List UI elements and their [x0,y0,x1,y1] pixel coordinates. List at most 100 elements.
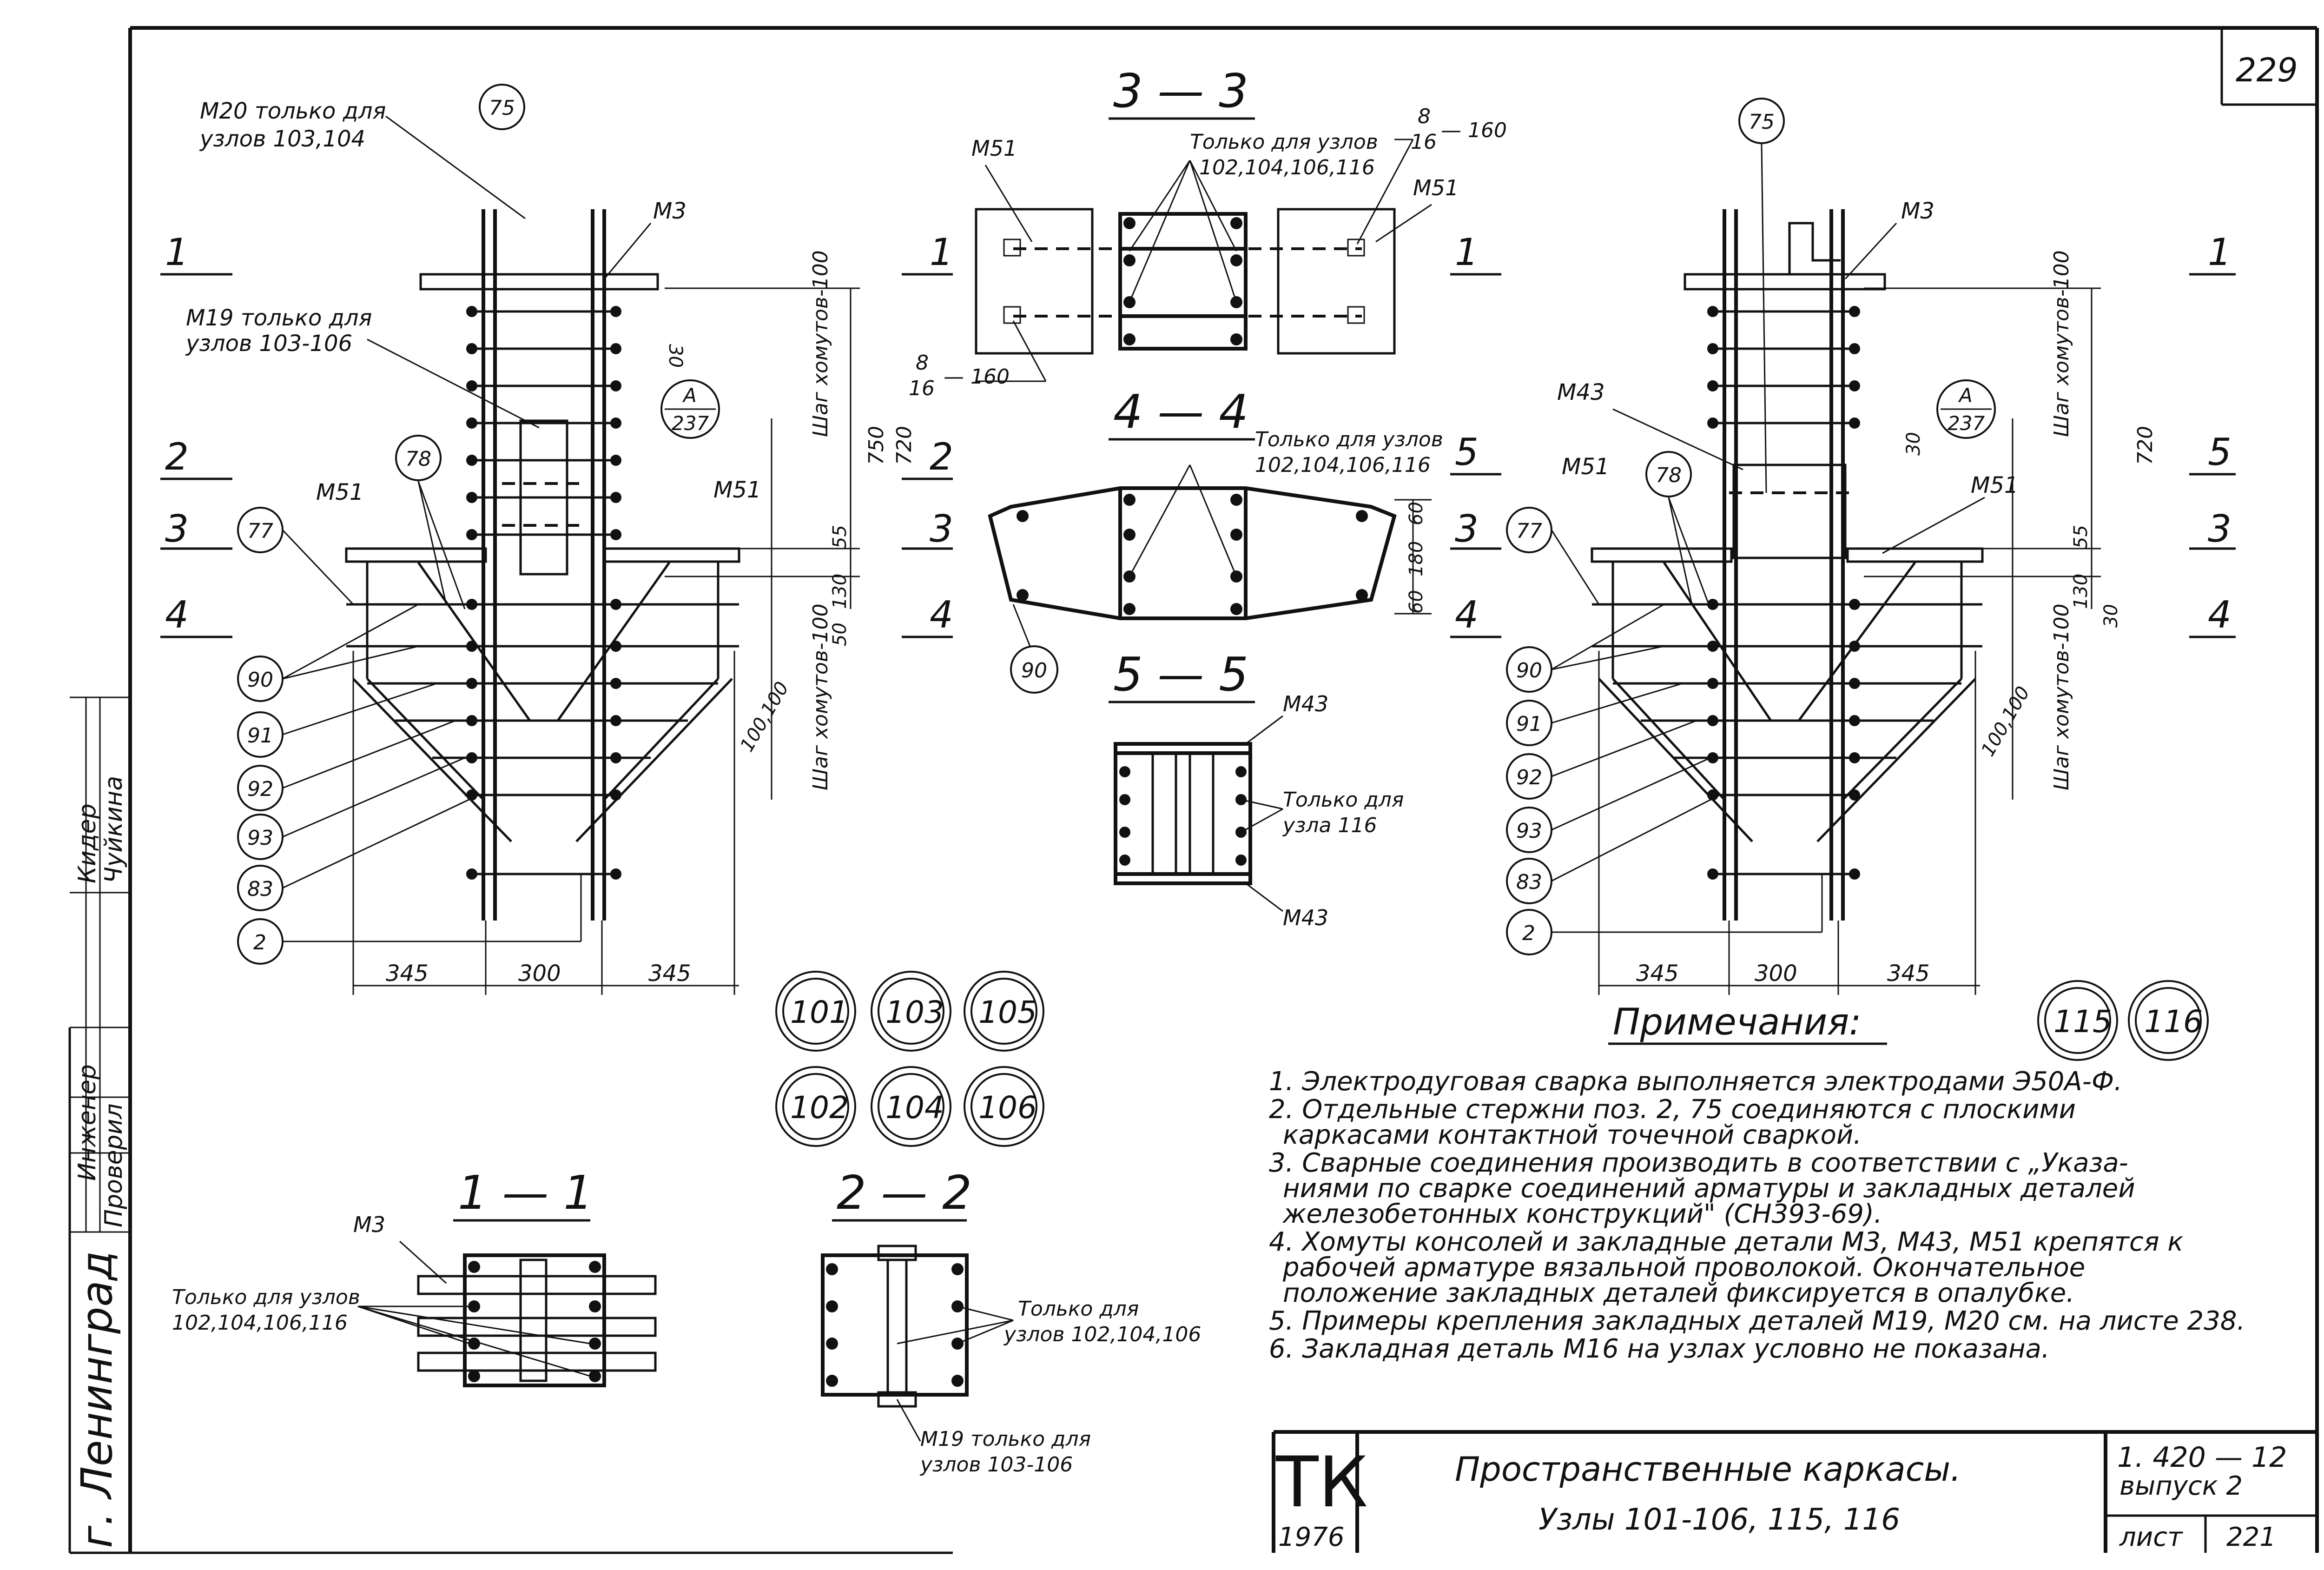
cut-1-right: 1 [2208,231,2232,274]
dim-60-top: 60 [1406,502,1427,525]
dim-130-right: 130 [2070,574,2092,609]
note-line: 6. Закладная деталь М16 на узлах условно… [1269,1334,2050,1364]
bubble-right-77: 77 [1516,519,1542,543]
rebar-frac-den-top: 16 [1411,130,1437,154]
cut-marks-left [160,273,953,638]
dim-720-left: 720 [892,426,916,465]
cut-1-mid: 1 [1455,231,1479,274]
bubble-left-92: 92 [247,777,273,801]
rebar-step-bottom: — 160 [944,365,1010,389]
dim-60-bottom: 60 [1406,590,1427,614]
only-nodes-4-4-a: Только для узлов [1255,428,1443,451]
right-elevation [1591,209,2101,995]
only-nodes-4-4-b: 102,104,106,116 [1255,453,1431,477]
m20-only-label: М20 только для [200,98,386,124]
m51-label-left-b: М51 [713,477,761,503]
cut-marks-right [2189,273,2236,638]
bubble-left-77: 77 [247,519,273,543]
cut-4-left-a: 4 [165,593,189,636]
bubble-right-83: 83 [1516,870,1542,894]
bubble-right-90: 90 [1516,659,1542,682]
sheet-frame [68,26,2319,1554]
dim-50-left: 50 [829,623,851,646]
only-nodes-1-1-a: Только для узлов [172,1285,360,1309]
cut-4-mid: 4 [1455,593,1479,636]
bubble-right-92: 92 [1516,766,1542,789]
note-line: 5. Примеры крепления закладных деталей М… [1269,1306,2245,1336]
left-elevation [345,209,860,995]
bubble-right-78: 78 [1656,464,1682,487]
cut-4-right: 4 [2208,593,2232,636]
stirrup-step-lower-right: Шаг хомутов-100 [2050,603,2073,790]
node-mark-106: 106 [978,1090,1037,1126]
bubble-left-2: 2 [253,931,266,954]
rebar-frac-den-bottom: 16 [909,377,935,400]
stirrup-step-lower-left: Шаг хомутов-100 [809,603,832,790]
dim-300-right: 300 [1755,961,1797,987]
rebar-frac-num-bottom: 8 [916,351,929,375]
only-for-2-2: Только для [1018,1297,1139,1321]
dim-345-left-a: 345 [386,961,429,987]
stirrup-step-upper-left: Шаг хомутов-100 [809,250,832,437]
bubble-right-75: 75 [1749,110,1775,134]
stamp-year: 1976 [1278,1522,1345,1552]
leaders-right [1551,144,1985,933]
node-mark-116: 116 [2144,1004,2203,1040]
sheet-label: лист [2119,1522,2183,1552]
bubble-90-mid [1010,645,1058,694]
ref-den-right: 237 [1948,412,1985,435]
dim-750: 750 [865,426,888,465]
signature-name-2: Чуйкина [100,776,128,883]
node-mark-105: 105 [978,994,1037,1030]
m20-nodes-label: узлов 103,104 [199,126,365,152]
drawing-title-2: Узлы 101-106, 115, 116 [1538,1503,1900,1537]
bubble-90-mid-label: 90 [1021,659,1047,682]
bubble-left-90: 90 [247,668,273,692]
dim-30-left: 30 [665,344,686,368]
bubble-right-2: 2 [1522,921,1535,945]
ref-num-right: А [1958,384,1973,407]
dim-345-left-b: 345 [648,961,691,987]
title-block [1272,1430,2317,1553]
node-mark-115: 115 [2053,1004,2112,1040]
bubble-left-78: 78 [405,447,431,471]
note-line: ниями по сварке соединений арматуры и за… [1283,1173,2135,1204]
m19-nodes-label: узлов 103-106 [185,331,352,357]
dim-345-right-b: 345 [1887,961,1930,987]
section-1-1 [357,1240,657,1387]
m51-label-3-3-right: М51 [1413,175,1459,200]
m51-label-left-a: М51 [316,479,364,505]
ref-den-left: 237 [672,412,709,435]
cut-3-mid: 3 [1455,507,1479,550]
callout-bubbles-right [1506,98,1785,955]
node-mark-104: 104 [885,1090,944,1126]
notes-title: Примечания: [1613,1001,1861,1043]
cut-3-right: 3 [2208,507,2232,550]
note-line: положение закладных деталей фиксируется … [1283,1278,2074,1308]
node-mark-102: 102 [790,1090,849,1126]
rebar-step-top: — 160 [1441,119,1507,142]
m3-label-1-1: М3 [353,1212,385,1237]
dim-130-left: 130 [829,574,851,609]
only-nodes-3-3-b: 102,104,106,116 [1199,156,1375,179]
cut-3-left-a: 3 [165,507,189,550]
m51-label-right-a: М51 [1562,454,1610,480]
engineer-label: Инженер [73,1064,101,1181]
node-mark-103: 103 [885,994,944,1030]
section-3-3 [975,139,1432,382]
issue-number: выпуск 2 [2119,1471,2243,1501]
callout-bubbles-left [237,84,525,965]
cut-2-left-b: 2 [930,435,953,478]
cut-5-right: 5 [2208,431,2232,474]
m43-label-right: М43 [1557,379,1605,405]
dim-55-right: 55 [2070,525,2092,549]
ref-bubble-left [660,379,720,439]
rebar-frac-num-top: 8 [1418,105,1431,128]
section-3-3-title: 3 — 3 [1113,64,1248,118]
series-number: 1. 420 — 12 [2117,1441,2287,1474]
drawing-title-1: Пространственные каркасы. [1455,1450,1961,1489]
bubble-left-75: 75 [489,96,515,120]
section-5-5 [1114,715,1283,912]
ref-num-left: А [682,384,697,407]
